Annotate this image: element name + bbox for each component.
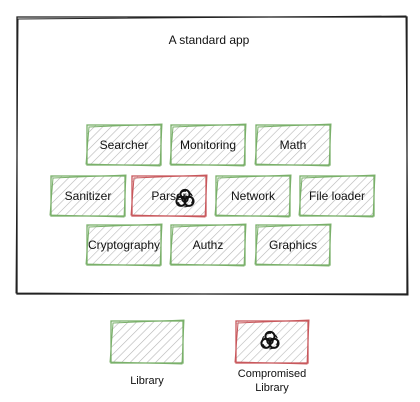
- library-label: Math: [280, 138, 307, 152]
- library-label: Searcher: [100, 138, 149, 152]
- legend-library-swatch: [109, 319, 185, 365]
- library-box-cryptography: Cryptography: [85, 223, 163, 267]
- library-box-monitoring: Monitoring: [169, 123, 247, 167]
- legend-compromised-label-line2: Library: [255, 382, 289, 394]
- library-box-network: Network: [214, 174, 292, 218]
- library-label: Authz: [193, 238, 224, 252]
- app-frame: [15, 15, 409, 296]
- library-box-file-loader: File loader: [298, 174, 376, 218]
- library-box-authz: Authz: [169, 223, 247, 267]
- legend-compromised-label-line1: Compromised: [238, 368, 306, 380]
- library-box-graphics: Graphics: [254, 223, 332, 267]
- library-box-math: Math: [254, 123, 332, 167]
- legend: Library Compromised Library: [109, 319, 310, 394]
- library-box-sanitizer: Sanitizer: [49, 174, 127, 218]
- app-title: A standard app: [169, 33, 250, 47]
- library-box-parser: Parser: [130, 174, 208, 218]
- library-label: File loader: [309, 189, 365, 203]
- library-label: Cryptography: [88, 238, 160, 252]
- library-box-searcher: Searcher: [85, 123, 163, 167]
- legend-library-label: Library: [130, 375, 164, 387]
- library-label: Network: [231, 189, 276, 203]
- legend-compromised-swatch: [234, 319, 310, 365]
- library-label: Graphics: [269, 238, 317, 252]
- library-label: Sanitizer: [65, 189, 112, 203]
- library-label: Monitoring: [180, 138, 236, 152]
